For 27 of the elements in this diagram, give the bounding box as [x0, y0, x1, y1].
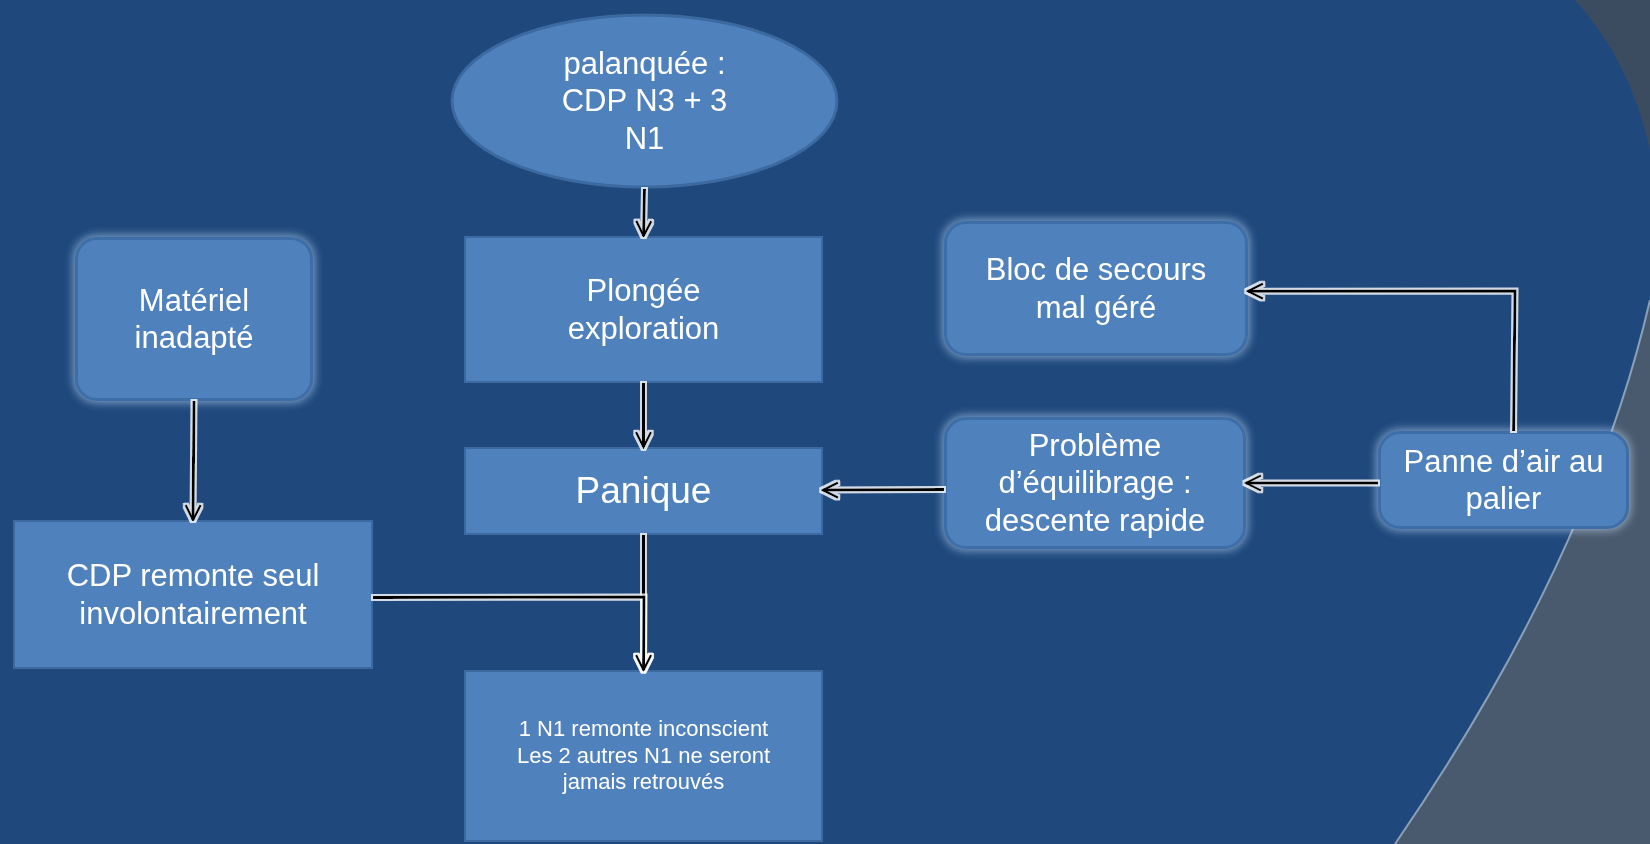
arrow [184, 401, 202, 522]
cause-box [944, 417, 1246, 549]
node-text: Bloc de secours mal géré [984, 251, 1208, 326]
process-box [464, 670, 823, 842]
node-text: Plongée exploration [566, 272, 721, 347]
node-text: 1 N1 remonte inconscient [517, 716, 770, 743]
start-ellipse [450, 13, 839, 189]
arrow [635, 188, 653, 238]
node-text: Problème d’équilibrage : descente rapide [983, 427, 1207, 539]
cause-box [75, 237, 313, 401]
process-box [464, 236, 823, 383]
arrow [1244, 474, 1378, 492]
node-text: palanquée : CDP N3 + 3 N1 [560, 45, 729, 157]
process-box [13, 520, 373, 669]
cause-box [944, 221, 1248, 356]
arrow [634, 383, 653, 449]
node-text: Panne d’air au palier [1402, 442, 1605, 518]
process-box [464, 447, 823, 535]
node-text: Panique [574, 468, 713, 513]
arrow [634, 535, 653, 672]
arrow [1246, 282, 1517, 431]
node-text: Les 2 autres N1 ne seront jamais retrouvés [515, 742, 772, 796]
arrow [821, 481, 944, 499]
arrow [373, 595, 653, 672]
cause-box [1378, 431, 1629, 529]
node-text: CDP remonte seul involontairement [65, 557, 321, 632]
node-text: Matériel inadapté [133, 281, 255, 357]
